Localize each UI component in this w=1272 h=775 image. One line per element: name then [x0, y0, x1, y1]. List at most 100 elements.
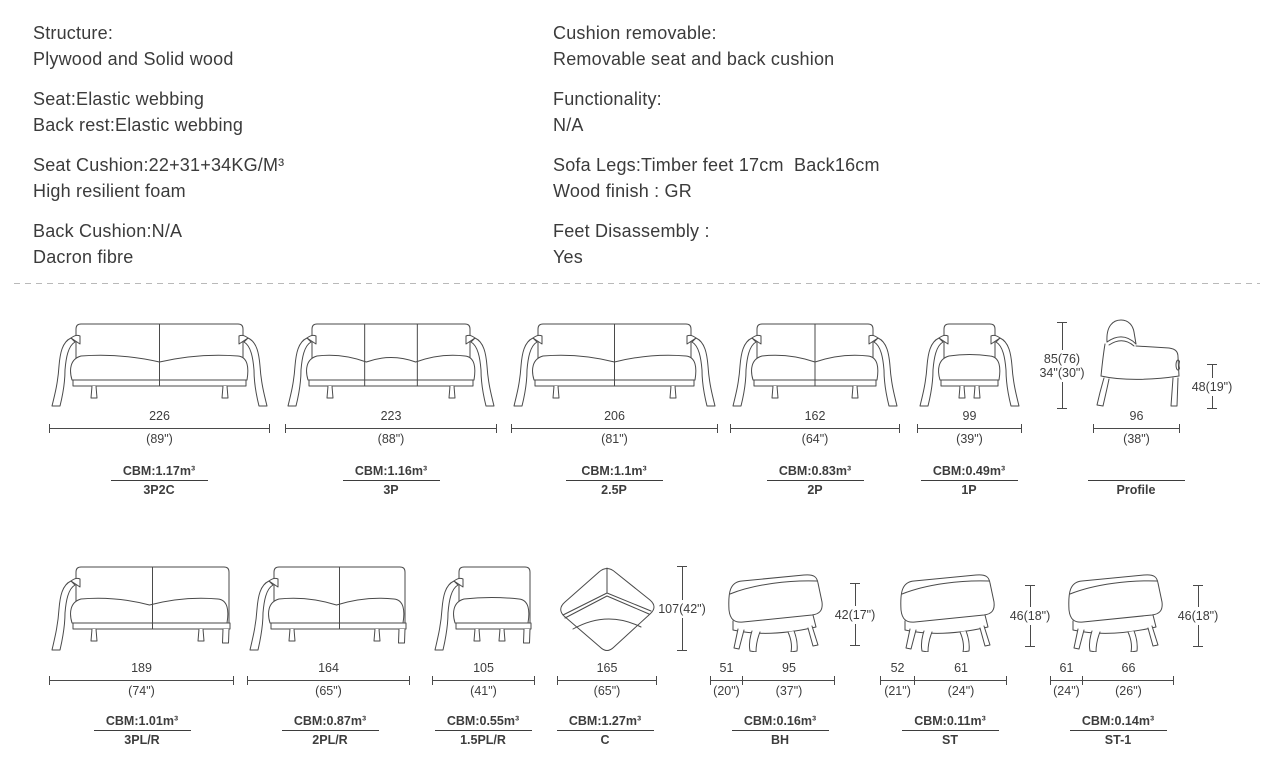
- product-name: 2P: [807, 483, 823, 497]
- width-dimension-profile: 96(38"): [1093, 408, 1180, 447]
- spec-line: Back rest:Elastic webbing: [33, 115, 244, 135]
- label-rule: [1087, 480, 1185, 481]
- cbm-value: [1061, 463, 1211, 479]
- product-name: 3PL/R: [124, 733, 160, 747]
- dim-value: 61: [954, 661, 968, 675]
- spec-group-cushion-removable: Cushion removable: Removable seat and ba…: [553, 20, 880, 72]
- spec-line: Seat:Elastic webbing: [33, 89, 205, 109]
- product-name: BH: [770, 733, 790, 747]
- width-dimension-1_5plr: 105 (41"): [432, 660, 535, 699]
- width-dimension-2plr: 164 (65"): [247, 660, 410, 699]
- label-rule: [110, 480, 208, 481]
- cbm-value: CBM:0.49m³: [932, 464, 1006, 478]
- height-dimension-bh-height: 42(17"): [823, 583, 887, 646]
- dim-inches: (20"): [713, 684, 740, 698]
- dim-inches: (24"): [947, 684, 975, 698]
- dim-value: 46(18"): [1177, 609, 1219, 623]
- height-dimension-sofa-overall-height: 85(76)34"(30"): [1030, 322, 1094, 409]
- label-rule: [281, 730, 379, 731]
- spec-line: Back Cushion:N/A: [33, 221, 183, 241]
- dim-inches: (37"): [775, 684, 803, 698]
- dim-value: 66: [1121, 661, 1136, 675]
- dim-value: 51: [719, 661, 734, 675]
- label-rule: [731, 730, 829, 731]
- spec-line: Dacron fibre: [33, 247, 134, 267]
- ottoman-drawing-st1: [1068, 574, 1163, 652]
- cbm-value: CBM:1.27m³: [568, 714, 642, 728]
- spec-column-right: Cushion removable: Removable seat and ba…: [553, 20, 880, 284]
- profile-drawing-profile: [1096, 319, 1180, 407]
- spec-column-left: Structure: Plywood and Solid wood Seat:E…: [33, 20, 284, 284]
- spec-line: Wood finish : GR: [553, 181, 692, 201]
- height-dimension-profile-seat-height: 48(19"): [1180, 364, 1244, 409]
- spec-line: Structure:: [33, 23, 114, 43]
- cbm-value: CBM:1.16m³: [354, 464, 428, 478]
- dim-value: 226: [149, 409, 170, 423]
- product-label-3p: CBM:1.16m³ 3P: [316, 463, 466, 498]
- label-rule: [901, 730, 999, 731]
- dim-inches: (39"): [956, 432, 983, 446]
- product-name: 2PL/R: [312, 733, 348, 747]
- product-name: 2.5P: [601, 483, 627, 497]
- product-name: 1.5PL/R: [460, 733, 506, 747]
- dim-inches: (41"): [470, 684, 497, 698]
- spec-line: High resilient foam: [33, 181, 186, 201]
- width-dimension-3p: 223(88"): [285, 408, 497, 447]
- cbm-value: CBM:0.83m³: [778, 464, 852, 478]
- height-dimension-st1-height: 46(18"): [1166, 585, 1230, 647]
- product-label-1p: CBM:0.49m³ 1P: [894, 463, 1044, 498]
- label-rule: [766, 480, 864, 481]
- cbm-value: CBM:0.55m³: [446, 714, 520, 728]
- spec-group-structure: Structure: Plywood and Solid wood: [33, 20, 284, 72]
- sofa-drawing-2p: [732, 323, 898, 407]
- dim-value: 48(19"): [1191, 379, 1233, 394]
- product-name: 3P2C: [143, 483, 175, 497]
- spec-group-back-cushion: Back Cushion:N/A Dacron fibre: [33, 218, 284, 270]
- dim-value: 95: [782, 661, 796, 675]
- label-rule: [342, 480, 440, 481]
- cbm-value: CBM:1.17m³: [122, 464, 196, 478]
- width-dimension-3p2c: 226(89"): [49, 408, 270, 447]
- corner-drawing-c: [560, 567, 655, 651]
- product-name: ST: [942, 733, 958, 747]
- dim-value: 223: [380, 409, 402, 423]
- cbm-value: CBM:0.87m³: [293, 714, 367, 728]
- width-dimension-2p: 162(64"): [730, 408, 900, 447]
- dim-inches: (65"): [593, 684, 621, 698]
- height-dimension-st-height: 46(18"): [998, 585, 1062, 647]
- spec-line: Sofa Legs:Timber feet 17cm Back16cm: [553, 155, 880, 175]
- dim-value: 52: [890, 661, 905, 675]
- width-dimension-bh: 51 95 (20") (37"): [710, 660, 835, 699]
- dim-inches: (38"): [1123, 432, 1150, 446]
- product-label-profile: Profile: [1061, 463, 1211, 498]
- dim-value: 162: [804, 409, 826, 423]
- ottoman-drawing-bh: [728, 574, 823, 652]
- dim-value: 164: [318, 661, 339, 675]
- spec-group-seat: Seat:Elastic webbing Back rest:Elastic w…: [33, 86, 284, 138]
- product-label-1_5plr: CBM:0.55m³ 1.5PL/R: [408, 713, 558, 748]
- sofa-drawing-3p: [287, 323, 495, 407]
- width-dimension-c: 165 (65"): [557, 660, 657, 699]
- width-dimension-3plr: 189(74"): [49, 660, 234, 699]
- dim-value: 46(18"): [1009, 609, 1051, 623]
- sofa-drawing-2plr: [249, 566, 407, 651]
- dim-value: 165: [596, 661, 618, 675]
- label-rule: [556, 730, 654, 731]
- product-name: 1P: [961, 483, 977, 497]
- width-dimension-1p: 99(39"): [917, 408, 1022, 447]
- product-name: C: [600, 733, 610, 747]
- dim-value: 189: [131, 661, 152, 675]
- dim-inches: (65"): [315, 684, 342, 698]
- dim-value: 105: [473, 661, 494, 675]
- spec-group-seat-cushion: Seat Cushion:22+31+34KG/M³ High resilien…: [33, 152, 284, 204]
- product-name: 3P: [383, 483, 399, 497]
- sofa-drawing-1_5plr: [434, 566, 532, 651]
- spec-line: N/A: [553, 115, 584, 135]
